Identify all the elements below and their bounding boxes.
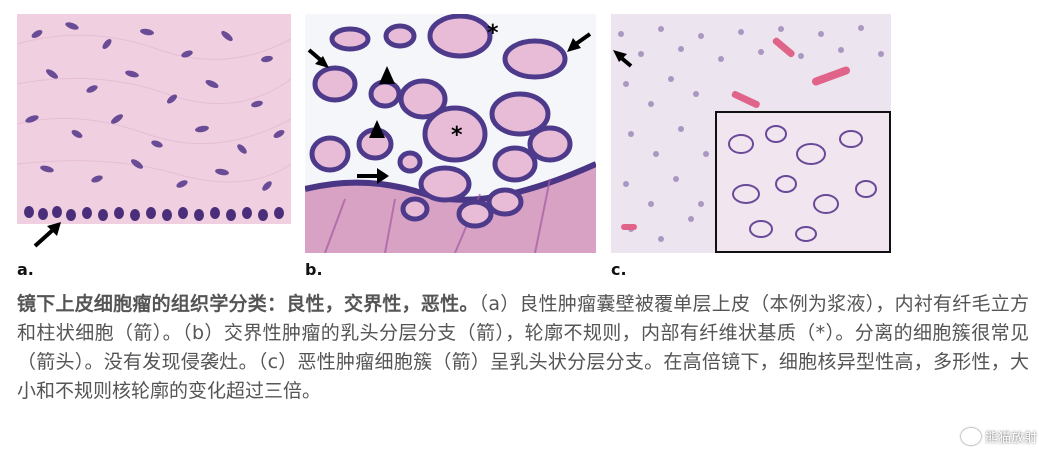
panel-label-b: b.: [305, 260, 323, 279]
watermark: 熊猫放射: [960, 427, 1037, 446]
caption-title: 镜下上皮细胞瘤的组织学分类：良性，交界性，恶性。: [17, 293, 479, 315]
panel-c-micrograph: [611, 14, 891, 253]
panel-label-c: c.: [611, 260, 627, 279]
wechat-icon: [960, 428, 981, 445]
panel-a-micrograph: [17, 14, 291, 253]
arrow-icon: [613, 50, 633, 68]
panel-b-micrograph: * *: [305, 14, 596, 253]
arrow-icon: [307, 32, 592, 184]
caption-body: （a）良性肿瘤囊壁被覆单层上皮（本例为浆液），内衬有纤毛立方和柱状细胞（箭）。（…: [17, 293, 1029, 402]
figure-caption: 镜下上皮细胞瘤的组织学分类：良性，交界性，恶性。（a）良性肿瘤囊壁被覆单层上皮（…: [17, 290, 1029, 406]
arrowhead-icon: [369, 66, 395, 138]
panel-label-a: a.: [17, 260, 34, 279]
watermark-text: 熊猫放射: [984, 431, 1037, 446]
asterisk-marker-2: *: [451, 123, 463, 148]
arrow-icon: [33, 222, 61, 248]
asterisk-marker-1: *: [487, 21, 499, 46]
